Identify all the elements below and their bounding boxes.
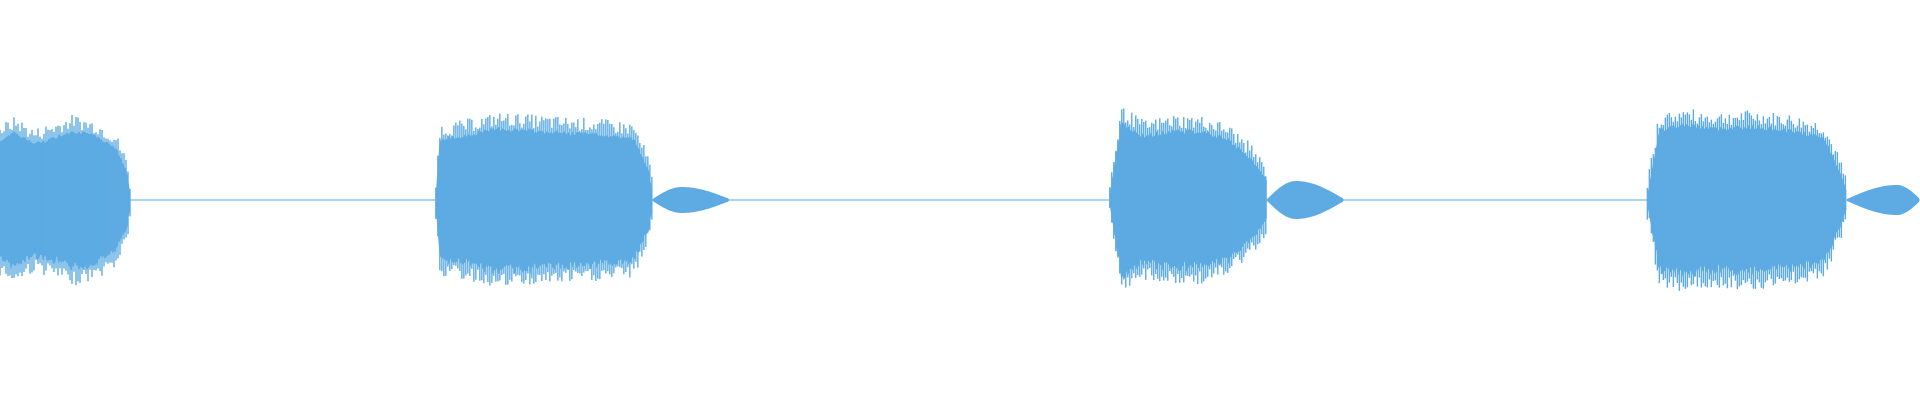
waveform-segment-1 xyxy=(0,114,131,286)
waveform-segment-4 xyxy=(1646,109,1847,291)
waveform-tail xyxy=(1847,185,1919,215)
waveform-tail xyxy=(1267,181,1344,219)
waveform-segment-3 xyxy=(1109,108,1267,288)
waveform-segment-2 xyxy=(435,113,653,286)
waveform-tail xyxy=(652,187,729,213)
